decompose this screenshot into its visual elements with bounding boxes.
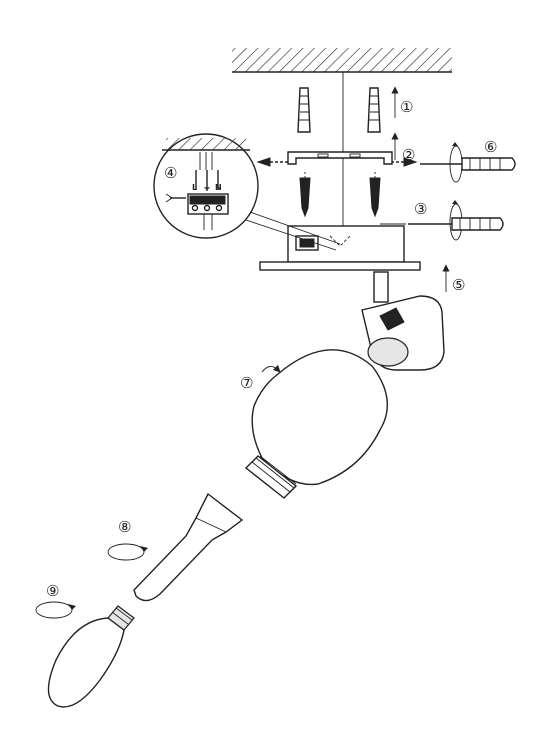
step-4-label: ④	[164, 164, 177, 182]
spotlight-head-icon	[361, 271, 445, 371]
screw-icon	[392, 157, 418, 167]
rotate-arrow-icon	[449, 142, 463, 183]
mounting-bracket-icon	[287, 151, 393, 165]
step-7-label: ⑦	[240, 374, 253, 392]
glass-sleeve-icon	[133, 492, 244, 602]
switch-icon	[295, 235, 319, 251]
wall-plug-icon	[297, 87, 311, 133]
threaded-ring-icon	[244, 455, 298, 499]
terminal-block-icon	[187, 193, 229, 215]
step-6-label: ⑥	[484, 138, 497, 156]
terminal-earth-label: ⏚	[203, 183, 211, 192]
ceiling-icon	[232, 48, 452, 73]
screwdriver-icon	[408, 217, 504, 231]
step-8-label: ⑧	[118, 518, 131, 536]
terminal-detail: L ⏚ N	[153, 133, 341, 251]
screw-icon	[256, 157, 290, 167]
step-5-label: ⑤	[452, 276, 465, 294]
rotate-arrow-icon	[261, 364, 281, 373]
screw-icon	[369, 170, 381, 218]
rotate-arrow-icon	[35, 601, 76, 619]
step-2-label: ②	[402, 146, 415, 164]
step-1-label: ①	[400, 98, 413, 116]
screwdriver-icon	[420, 157, 516, 171]
terminal-neutral-label: N	[215, 183, 222, 192]
rotate-arrow-icon	[107, 543, 148, 561]
wall-plug-icon	[367, 87, 381, 133]
step-9-label: ⑨	[46, 582, 59, 600]
screw-icon	[299, 170, 311, 218]
bulb-icon	[47, 605, 135, 708]
terminal-live-label: L	[192, 183, 197, 192]
step-3-label: ③	[414, 200, 427, 218]
crystal-shade-icon	[251, 349, 389, 486]
